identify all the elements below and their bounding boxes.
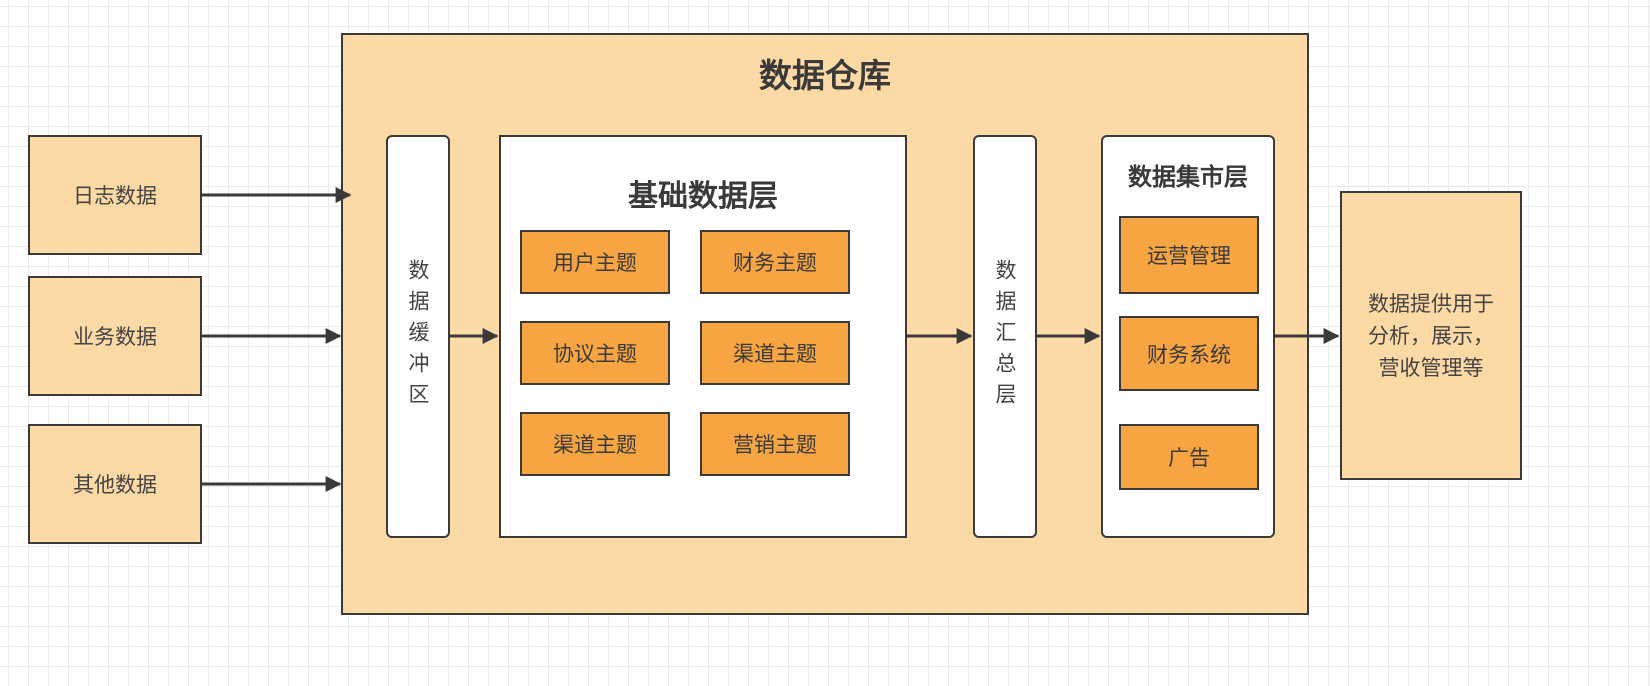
topic-label: 营销主题 <box>733 433 817 457</box>
topic-label: 渠道主题 <box>553 433 637 457</box>
buffer-zone-label: 数据缓冲区 <box>406 259 430 414</box>
base-data-layer-title: 基础数据层 <box>628 179 778 214</box>
summary-layer-label: 数据汇总层 <box>993 259 1017 414</box>
topic-label: 财务主题 <box>733 251 817 275</box>
warehouse-title: 数据仓库 <box>759 56 891 95</box>
topic-label: 渠道主题 <box>733 342 817 366</box>
output-line: 分析，展示， <box>1368 323 1494 348</box>
mart-item-finance: 财务系统 <box>1119 316 1259 391</box>
topic-label: 协议主题 <box>553 342 637 366</box>
mart-item-label: 广告 <box>1168 446 1210 470</box>
source-business-data: 业务数据 <box>28 276 202 396</box>
summary-layer: 数据汇总层 <box>973 135 1037 538</box>
output-line: 数据提供用于 <box>1368 291 1494 316</box>
buffer-zone: 数据缓冲区 <box>386 135 450 538</box>
output-line: 营收管理等 <box>1378 355 1484 380</box>
topic-box: 用户主题 <box>520 230 670 294</box>
topic-box: 协议主题 <box>520 321 670 385</box>
mart-item-operations: 运营管理 <box>1119 216 1259 294</box>
output-usage: 数据提供用于 分析，展示， 营收管理等 <box>1340 191 1522 480</box>
source-other-data: 其他数据 <box>28 424 202 544</box>
source-label: 其他数据 <box>73 473 157 497</box>
source-log-data: 日志数据 <box>28 135 202 255</box>
data-mart-layer-title: 数据集市层 <box>1128 163 1248 191</box>
topic-box: 渠道主题 <box>520 412 670 476</box>
mart-item-label: 财务系统 <box>1147 342 1231 367</box>
mart-item-label: 运营管理 <box>1147 244 1231 268</box>
source-label: 业务数据 <box>73 325 157 349</box>
topic-box: 渠道主题 <box>700 321 850 385</box>
topic-box: 财务主题 <box>700 230 850 294</box>
topic-box: 营销主题 <box>700 412 850 476</box>
mart-item-ads: 广告 <box>1119 424 1259 490</box>
source-label: 日志数据 <box>73 184 157 208</box>
topic-label: 用户主题 <box>553 251 637 275</box>
